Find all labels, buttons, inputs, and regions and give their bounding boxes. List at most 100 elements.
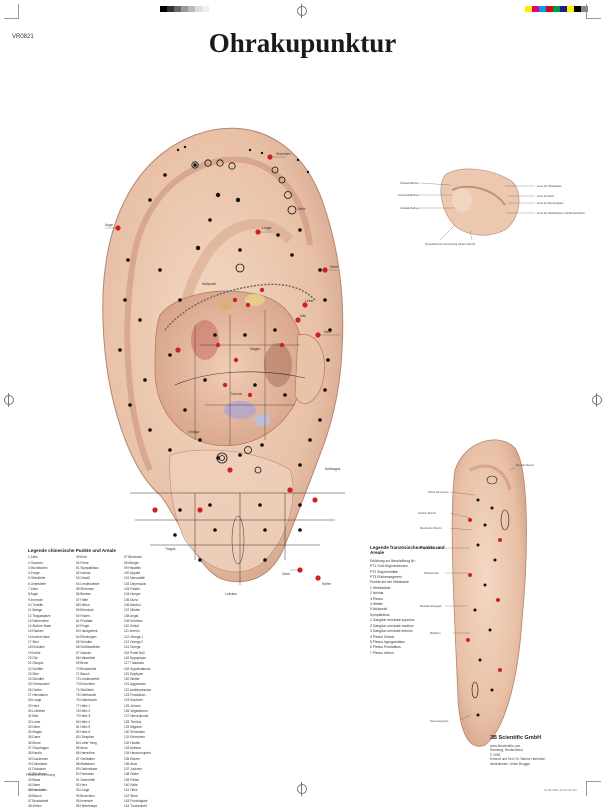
legend-entry: 71 Bauch xyxy=(76,671,90,676)
legend-entry: 89 Gallenblase xyxy=(76,767,98,772)
legend-entry: 65 Schulter xyxy=(76,640,93,645)
tragus xyxy=(294,334,325,405)
crop-mark-bottom-left xyxy=(4,781,19,796)
legend-fr-entry: PT3 Rückensegment xyxy=(370,575,402,580)
back-label-6: Medulla oblongata xyxy=(420,604,442,608)
ear-label-zahn: Zahn xyxy=(282,572,290,576)
publisher-info-line: www.3bscientific.com xyxy=(490,744,521,748)
legend-entry: 112 Omega 1 xyxy=(124,634,144,639)
legend-entry: 59 Eierstock xyxy=(76,608,94,613)
publisher-info-line: © 2006 xyxy=(490,752,501,757)
legend-entry: 64 Ellenbogen xyxy=(76,634,97,639)
legend-entry: 72 Lendenwirbel xyxy=(76,677,100,682)
legend-fr-entry: 5 Nullpunkt xyxy=(370,607,387,612)
legend-entry: 77 Helix 1 xyxy=(76,703,91,708)
legend-fr-entry: 1 Ganglion cervicale superius xyxy=(370,618,415,623)
legend-entry: 98 Allergie xyxy=(124,560,139,565)
legend-entry: 96 Hinterhaupt xyxy=(76,804,97,809)
legend-entry: 13 Nebenniere xyxy=(28,618,49,623)
legend-entry: 107 Nikotin xyxy=(124,608,140,613)
back-label-5: Rückenmark xyxy=(424,571,439,575)
ear-label-lobulus: Lobulus xyxy=(225,592,237,596)
back-label-1: Obere Hirnnerven xyxy=(428,490,449,494)
legend-entry: 121 Aggression xyxy=(124,682,146,687)
legend-entry: 70 Brustwirbel xyxy=(76,666,97,671)
ear-canal xyxy=(264,343,292,387)
legend-entry: 9 Innenohr xyxy=(28,597,44,602)
legend-entry: 12 Tragusspitze xyxy=(28,613,51,618)
legend-entry: 20 Ohr xyxy=(28,655,38,660)
legend-entry: 91 Zwerchfell xyxy=(76,777,95,782)
legend-entry: 17 Stirn xyxy=(28,640,39,645)
legend-french-heading: Legende französische Punkte und Areale xyxy=(370,545,445,556)
legend-entry: 86 Harnröhre xyxy=(76,751,95,756)
legend-entry: 129 Migräne xyxy=(124,724,142,729)
legend-entry: 43 Blase xyxy=(28,777,41,782)
legend-entry: 125 Jerome xyxy=(124,703,141,708)
zone-organ-1 xyxy=(191,320,219,360)
legend-fr-entry: 2 Ganglion cervicale medium xyxy=(370,623,414,628)
legend-entry: 79 Helix 3 xyxy=(76,714,91,719)
inset-label-2: Horizontal-Bahnen xyxy=(398,193,420,197)
inset-label-1: Scheitel-Bahnen xyxy=(400,181,420,185)
legend-entry: 69 Brust xyxy=(76,661,88,666)
legend-entry: 120 Wetter xyxy=(124,677,140,682)
legend-entry: 106 Alkohol xyxy=(124,602,141,607)
legend-entry: 21 Okziput xyxy=(28,661,44,666)
back-label-9: Nervensegment xyxy=(430,719,449,723)
legend-entry: 46 Bauch xyxy=(28,793,42,798)
registration-mark-bottom xyxy=(297,782,307,796)
back-label-8: Dorsale Wurzel xyxy=(516,463,534,467)
ear-label-herz: Herz xyxy=(324,330,331,334)
legend-entry: 99 Hepatitis xyxy=(124,565,141,570)
legend-entry: 102 Depression xyxy=(124,581,147,586)
legend-fr-entry: PT1 Grüt-Segmentzonen xyxy=(370,564,408,569)
legend-fr-entry: Erklärung zur Beschriftung Nr.: xyxy=(370,558,417,563)
legend-entry: 117 Thalamus xyxy=(124,661,144,666)
crop-mark-bottom-right xyxy=(586,781,601,796)
legend-entry: 32 Leber xyxy=(28,719,41,724)
legend-entry: 27 Hirnstamm xyxy=(28,693,48,698)
legend-entry: 54 Lendenwirbel xyxy=(76,581,100,586)
legend-fr-entry: PT2 Segmentmitte xyxy=(370,569,399,574)
inset-label-7: Zone der Wirbelkörper und Bandscheiben xyxy=(537,211,586,215)
ear-label-nullpunkt: Nullpunkt xyxy=(202,282,216,286)
concha-divider xyxy=(174,371,306,386)
legend-fr-entry: 6 Plexus Prostatikus xyxy=(370,645,401,650)
publisher-info-line: Entwurf und Text: Dr. Sabine Hartmann xyxy=(490,757,546,762)
legend-entry: 3 Mundboden xyxy=(28,565,48,570)
legend-fr-entry: 3 Plexus xyxy=(370,596,384,601)
legend-entry: 14 Äußere Nase xyxy=(28,624,52,629)
legend-fr-entry: 4 Wetter xyxy=(370,602,383,607)
zone-organ-4 xyxy=(245,294,265,306)
legend-entry: 37 Ösophagus xyxy=(28,745,49,750)
legend-entry: 29 Herz xyxy=(28,703,40,708)
legend-entry: 110 Schlaf xyxy=(124,624,139,629)
legend-entry: 40 Dünndarm xyxy=(28,761,48,766)
legend-entry: 66 Schlüsselbein xyxy=(76,645,101,650)
legend-entry: 132 Husten xyxy=(124,740,141,745)
back-of-ear: Obere Hirnnerven Vordere Wurzel Motorisc… xyxy=(418,439,534,747)
legend-entry: 108 Angst xyxy=(124,613,139,618)
legend-entry: 134 Heuschnupfen xyxy=(124,751,151,756)
legend-fr-entry: 5 Plexus hypogastrikus xyxy=(370,639,405,644)
legend-entry: 130 Schwindel xyxy=(124,730,145,735)
inset-label-4: Zone der Wirbelsäule xyxy=(537,184,562,188)
legend-entry: 119 Epiphyse xyxy=(124,671,144,676)
legend-fr-entry: Punkte auf der Helixkante xyxy=(370,580,409,585)
legend-entry: 94 Bronchien xyxy=(76,793,95,798)
back-label-3: Motorische Wurzel xyxy=(420,526,442,530)
legend-fr-entry: 7 Plexus Uterus xyxy=(370,650,394,655)
legend-entry: 56 Becken xyxy=(76,592,92,597)
legend-entry: 8 Auge xyxy=(28,592,38,597)
crop-mark-top-left xyxy=(4,4,19,19)
legend-entry: 58 Uterus xyxy=(76,602,90,607)
printed-note: Printed in Germany xyxy=(26,773,56,777)
back-label-4: Sensorische Wurzel xyxy=(418,546,441,550)
black-points-group xyxy=(118,163,332,562)
legend-entry: 1 Zahn xyxy=(28,555,38,560)
legend-entry: 127 Nervenpunkt xyxy=(124,714,149,719)
legend-entry: 16 Innere Nase xyxy=(28,634,50,639)
legend-entry: 52 Ischias xyxy=(76,571,91,576)
